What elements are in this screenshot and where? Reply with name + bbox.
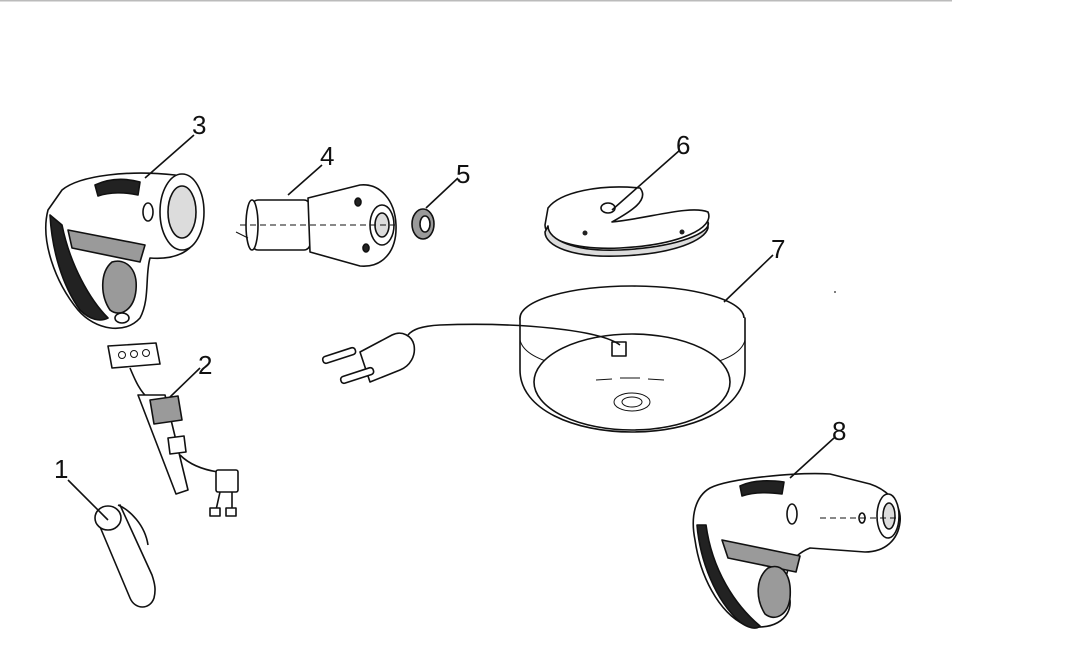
part-2-circuit-board [107,342,239,517]
leader-2 [169,367,201,398]
callout-3: 3 [192,110,206,140]
leader-5 [425,177,459,209]
part-7-base-unit [321,285,746,433]
leader-8 [789,437,835,479]
callout-1: 1 [54,454,68,484]
callout-8: 8 [832,416,846,446]
leader-7 [723,254,774,303]
callout-6: 6 [676,130,690,160]
leader-1 [67,479,109,521]
leader-4 [287,164,323,196]
stray-dot [834,291,836,293]
callout-7: 7 [771,234,785,264]
part-3-dryer-housing [45,172,205,330]
part-8-assembled-dryer [692,472,901,629]
part-6-wall-bracket [544,186,710,257]
part-4-motor-assembly [235,184,397,267]
callout-5: 5 [456,159,470,189]
callout-2: 2 [198,350,212,380]
callout-4: 4 [320,141,334,171]
part-5-ring [411,208,435,240]
leader-6 [611,149,681,211]
leader-3 [144,134,195,179]
part-1-battery [94,504,156,608]
